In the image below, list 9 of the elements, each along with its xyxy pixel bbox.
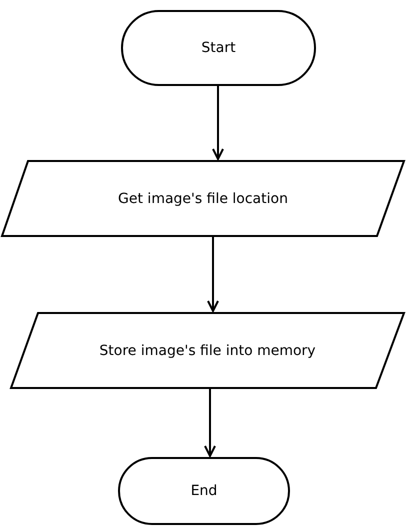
arrow: [204, 389, 216, 457]
data-parallelogram: [1, 160, 405, 237]
node-label: End: [190, 483, 218, 499]
node-label: Get image's file location: [118, 190, 288, 206]
node-label: Store image's file into memory: [99, 342, 316, 358]
arrow: [212, 86, 224, 160]
arrow: [207, 237, 219, 312]
node-label: Start: [201, 40, 236, 56]
data-parallelogram: [10, 312, 405, 389]
